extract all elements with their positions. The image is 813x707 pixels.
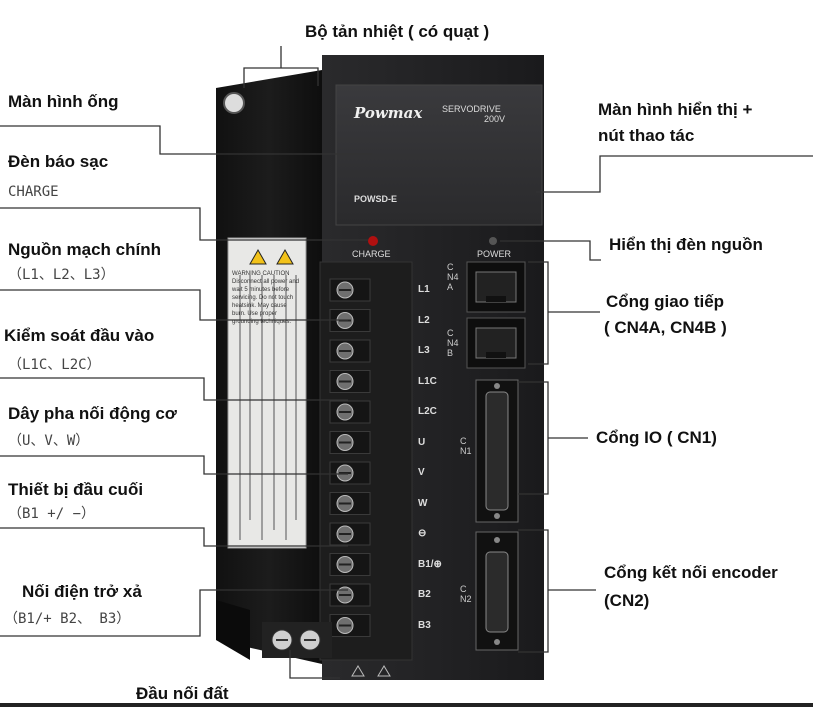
terminal-label: W [418,497,428,509]
power-led [489,237,497,245]
terminal-block [319,261,413,661]
power-indicator-label: Hiển thị đèn nguồn [609,235,763,254]
leader-lines [0,46,813,679]
ground-terminal [262,622,332,658]
terminal-device-label: Thiết bị đầu cuối [8,480,144,499]
cn4b-port [466,317,526,369]
display-buttons-label-2: nút thao tác [598,126,695,145]
control-input-sub: （L1C、L2C） [8,357,101,373]
brake-resistor-label: Nối điện trở xả [22,582,142,601]
warning-label-text: WARNING CAUTION Disconnect all power and… [232,271,300,325]
cn4a-port [466,261,526,313]
power-led-label: POWER [477,249,512,259]
terminal-label: L1C [418,375,437,387]
model-line1: SERVODRIVE [442,104,501,114]
charge-led-label: CHARGE [352,249,391,259]
ground-label: Đầu nối đất [136,684,229,703]
terminal-label: B1/⊕ [418,558,442,570]
cn2-port [475,531,519,651]
terminal-label: L3 [418,345,430,356]
bottom-divider [0,703,813,707]
model-line2: 200V [484,114,506,124]
warning-triangle-icon [377,665,391,677]
terminal-label: B3 [418,619,431,631]
model-name: POWSD-E [354,194,398,204]
terminal-label: U [418,436,426,448]
cn1-label: CN1 [460,436,472,456]
display-buttons-label: Màn hình hiển thị + [598,100,753,119]
charge-led [368,236,378,246]
terminal-label: L2C [418,406,437,417]
io-port-label: Cổng IO ( CN1) [596,428,717,447]
encoder-port-label: Cổng kết nối encoder [604,563,778,582]
control-input-label: Kiểm soát đầu vào [4,326,155,345]
comm-port-label-2: ( CN4A, CN4B ) [604,318,727,337]
comm-port-label: Cổng giao tiếp [606,292,725,311]
motor-phase-label: Dây pha nối động cơ [8,404,177,423]
terminal-label: V [418,467,425,478]
terminal-label: B2 [418,589,431,600]
warning-triangle-icon [351,665,365,677]
brake-resistor-sub: （B1/+ B2、 B3） [4,611,131,627]
terminal-device-sub: （B1 +/ −） [8,506,96,522]
main-power-sub: （L1、L2、L3） [8,267,115,283]
motor-phase-sub: （U、V、W） [8,433,90,449]
heatsink-label: Bộ tản nhiệt ( có quạt ) [305,22,490,41]
tube-display-label: Màn hình ống [8,92,119,111]
warning-sticker [227,237,307,549]
terminal-label: L2 [418,314,430,326]
cn4a-label: CN4A [447,262,459,292]
charge-indicator-sub: CHARGE [8,184,59,200]
terminal-label: ⊖ [418,528,427,539]
encoder-port-label-2: (CN2) [604,591,650,610]
cn4b-label: CN4B [447,328,459,358]
cn1-port [475,379,519,523]
main-power-label: Nguồn mạch chính [8,240,161,259]
cn2-label: CN2 [460,584,472,604]
brand-logo: Powmax [354,104,423,122]
terminal-label: L1 [418,284,430,295]
charge-indicator-label: Đèn báo sạc [8,152,109,171]
